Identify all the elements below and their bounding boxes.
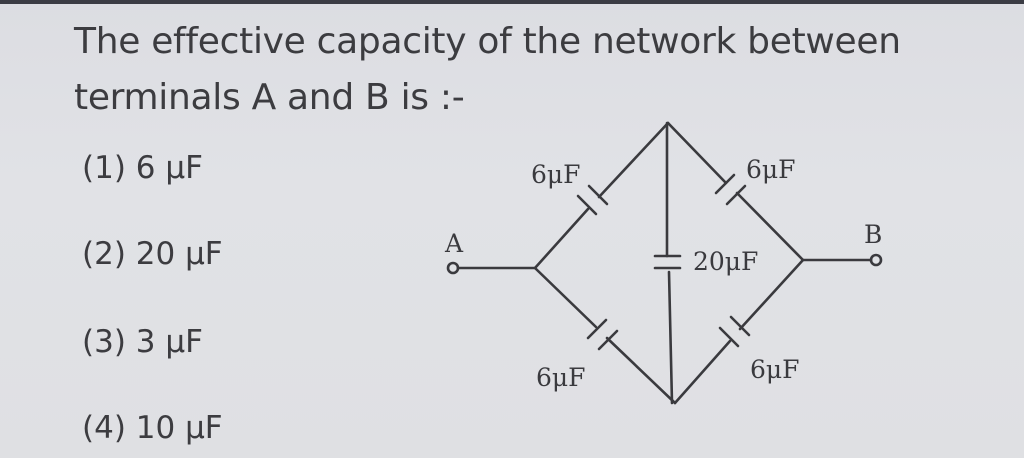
- option-value: 6 μF: [135, 150, 203, 186]
- option-value: 3 μF: [135, 324, 203, 360]
- terminal-a-wire: [446, 261, 537, 275]
- label-top-right: 6μF: [746, 155, 796, 184]
- option-value: 20 μF: [135, 236, 223, 272]
- option-1[interactable]: (1) 6 μF: [82, 150, 203, 186]
- option-3[interactable]: (3) 3 μF: [82, 324, 203, 360]
- option-number: (3): [82, 324, 126, 360]
- terminal-b-node-icon: [869, 253, 883, 267]
- label-bottom-left: 6μF: [536, 363, 586, 392]
- question-text: The effective capacity of the network be…: [74, 21, 901, 118]
- capacitor-top-left: [533, 121, 670, 270]
- option-number: (2): [82, 236, 126, 272]
- capacitor-middle: [653, 121, 682, 405]
- option-2[interactable]: (2) 20 μF: [82, 236, 223, 272]
- capacitor-bottom-right: [673, 258, 805, 405]
- label-terminal-b: B: [864, 220, 882, 249]
- label-bottom-right: 6μF: [750, 355, 800, 384]
- label-terminal-a: A: [444, 229, 464, 258]
- option-4[interactable]: (4) 10 μF: [82, 410, 223, 446]
- terminal-b-wire: [801, 253, 883, 267]
- terminal-a-node-icon: [446, 261, 460, 275]
- option-value: 10 μF: [135, 410, 223, 446]
- capacitor-bottom-left: [533, 266, 677, 405]
- capacitor-top-right: [666, 121, 805, 262]
- label-top-left: 6μF: [531, 160, 581, 189]
- option-number: (1): [82, 150, 126, 186]
- label-middle: 20μF: [693, 247, 758, 276]
- photo-top-edge: [0, 0, 1024, 4]
- option-number: (4): [82, 410, 126, 446]
